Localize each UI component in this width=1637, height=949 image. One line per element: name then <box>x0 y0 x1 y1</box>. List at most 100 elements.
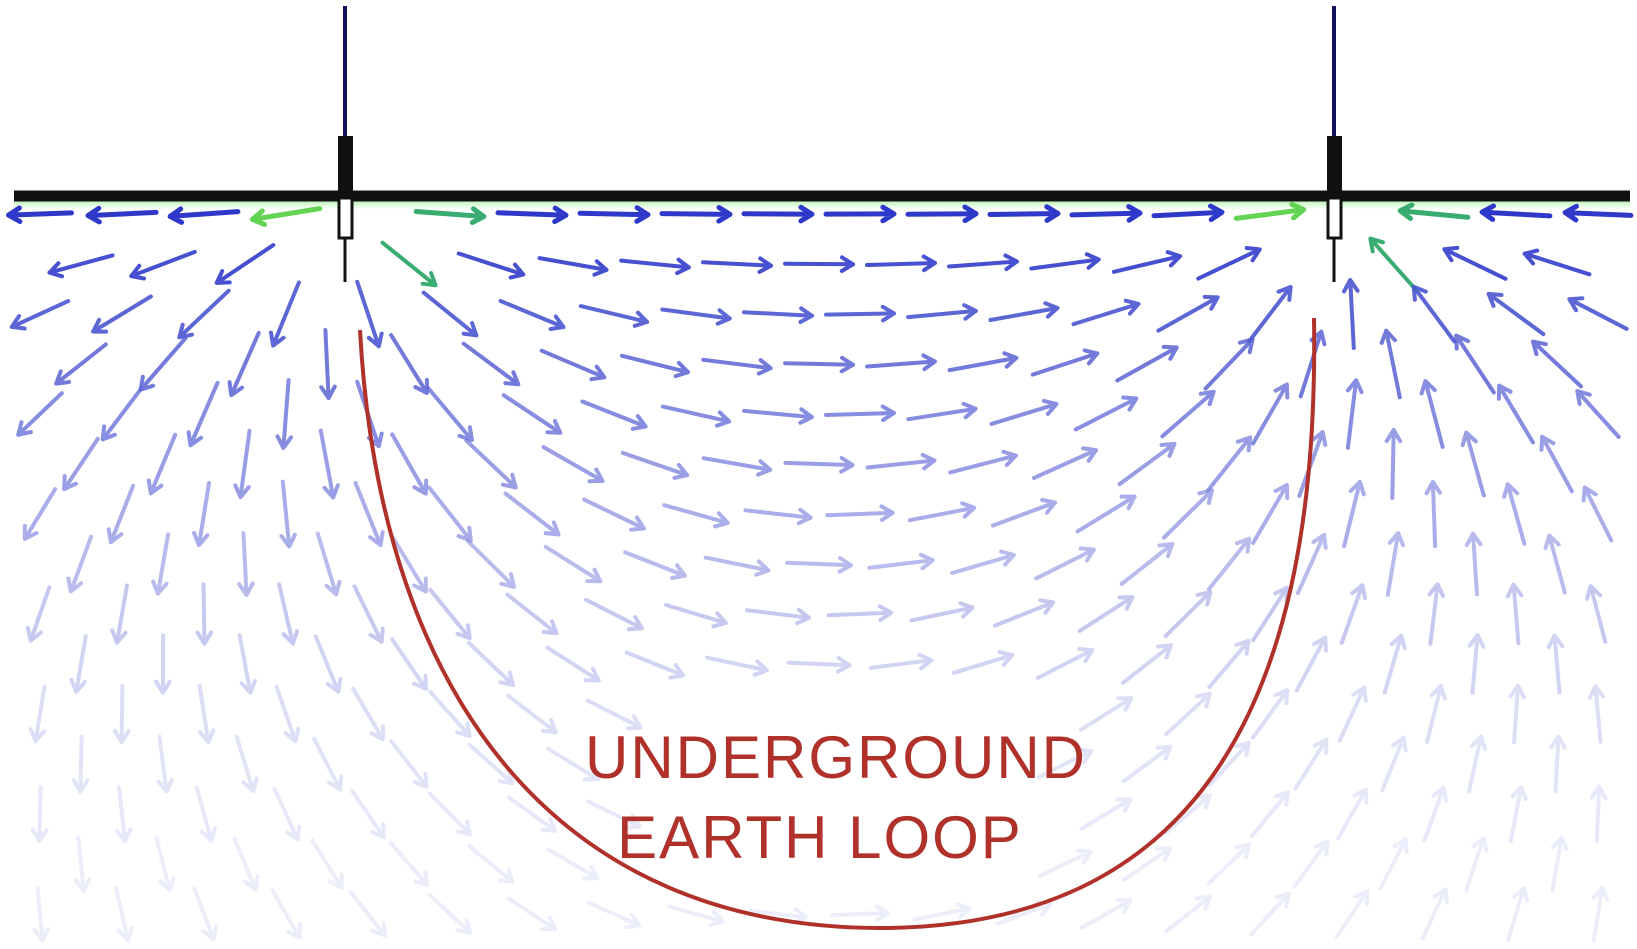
field-arrow <box>541 445 605 484</box>
right-antenna-feed <box>1327 136 1342 192</box>
field-arrow <box>1368 236 1418 292</box>
field-arrow <box>586 799 642 830</box>
field-arrow <box>71 734 90 794</box>
field-arrow <box>1467 633 1486 695</box>
field-arrow <box>1419 379 1445 449</box>
field-arrow <box>623 550 687 580</box>
field-arrow <box>1164 793 1212 835</box>
field-arrow <box>664 603 728 629</box>
field-arrow <box>237 633 257 695</box>
field-arrow <box>388 840 430 888</box>
field-arrow <box>501 393 563 435</box>
field-arrow <box>586 900 642 930</box>
field-arrow <box>826 604 894 622</box>
field-arrow <box>1075 494 1137 534</box>
field-arrow <box>1233 201 1307 221</box>
field-arrow <box>909 601 975 623</box>
field-arrow <box>146 432 178 496</box>
field-arrow <box>9 299 71 331</box>
field-arrow <box>192 481 211 547</box>
field-arrow <box>1454 333 1496 395</box>
field-arrow <box>1467 734 1488 794</box>
field-arrow <box>905 204 979 224</box>
field-arrow <box>167 206 241 225</box>
field-arrow <box>742 306 814 324</box>
field-arrow <box>948 449 1018 475</box>
field-arrow <box>349 890 387 938</box>
field-arrow <box>825 504 895 522</box>
field-arrow <box>1336 787 1369 841</box>
ground-current-field <box>6 201 1634 943</box>
field-arrow <box>1427 582 1445 646</box>
field-arrow <box>1505 582 1524 646</box>
field-arrow <box>1424 480 1442 548</box>
field-arrow <box>1397 202 1471 221</box>
field-arrow <box>66 534 94 594</box>
field-arrow <box>85 205 159 225</box>
field-arrow <box>390 534 428 594</box>
field-arrow <box>947 351 1019 373</box>
field-arrow <box>1207 638 1251 690</box>
field-arrow <box>1486 291 1546 337</box>
field-arrow <box>1342 278 1360 350</box>
field-arrow <box>1292 839 1330 889</box>
field-arrow <box>421 290 479 338</box>
field-arrow <box>660 404 732 428</box>
field-arrow <box>138 336 188 392</box>
field-arrow <box>1337 685 1368 743</box>
field-arrow <box>1294 635 1328 693</box>
field-arrow <box>867 552 935 571</box>
field-arrow <box>389 739 429 789</box>
field-arrow <box>461 341 521 387</box>
field-arrow <box>1036 747 1094 779</box>
field-arrow <box>456 251 526 280</box>
field-arrow <box>503 491 561 537</box>
field-arrow <box>114 885 135 943</box>
field-arrow <box>1543 533 1567 595</box>
field-arrow <box>1030 348 1100 377</box>
field-arrow <box>106 483 136 545</box>
field-arrow <box>467 742 515 786</box>
field-arrow <box>662 503 730 529</box>
field-arrow <box>1251 382 1290 446</box>
field-arrow <box>1206 842 1252 886</box>
field-arrow <box>390 432 429 496</box>
field-arrow <box>701 456 773 477</box>
field-arrow <box>907 501 977 523</box>
field-arrow <box>62 436 100 492</box>
field-arrow <box>274 684 301 744</box>
field-arrow <box>1531 339 1583 389</box>
field-arrow <box>428 791 472 837</box>
field-arrow <box>906 303 978 321</box>
field-arrow <box>232 836 260 892</box>
field-arrow <box>865 452 937 471</box>
field-arrow <box>1460 430 1486 498</box>
field-arrow <box>506 896 558 932</box>
field-arrow <box>505 592 559 636</box>
field-arrow <box>249 206 323 227</box>
field-arrow <box>428 587 472 641</box>
field-arrow <box>745 607 811 626</box>
left-antenna-insulator <box>337 196 354 240</box>
field-arrow <box>380 240 438 288</box>
field-arrow <box>32 885 51 943</box>
field-arrow <box>270 888 302 940</box>
field-arrow <box>1585 584 1608 644</box>
field-arrow <box>705 655 769 677</box>
field-arrow <box>584 597 644 632</box>
field-arrow <box>1121 846 1173 882</box>
field-arrow <box>1549 734 1567 794</box>
field-arrow <box>464 438 518 490</box>
field-arrow <box>1411 284 1457 344</box>
field-arrow <box>1587 684 1606 744</box>
field-arrow <box>275 378 293 450</box>
field-arrow <box>667 904 725 928</box>
field-arrow <box>1247 285 1293 343</box>
field-arrow <box>1464 531 1483 597</box>
field-arrow <box>1496 383 1535 445</box>
field-arrow <box>785 556 853 574</box>
field-arrow <box>1380 735 1408 793</box>
field-arrow <box>177 288 231 340</box>
field-arrow <box>467 641 515 687</box>
field-arrow <box>1069 204 1143 223</box>
